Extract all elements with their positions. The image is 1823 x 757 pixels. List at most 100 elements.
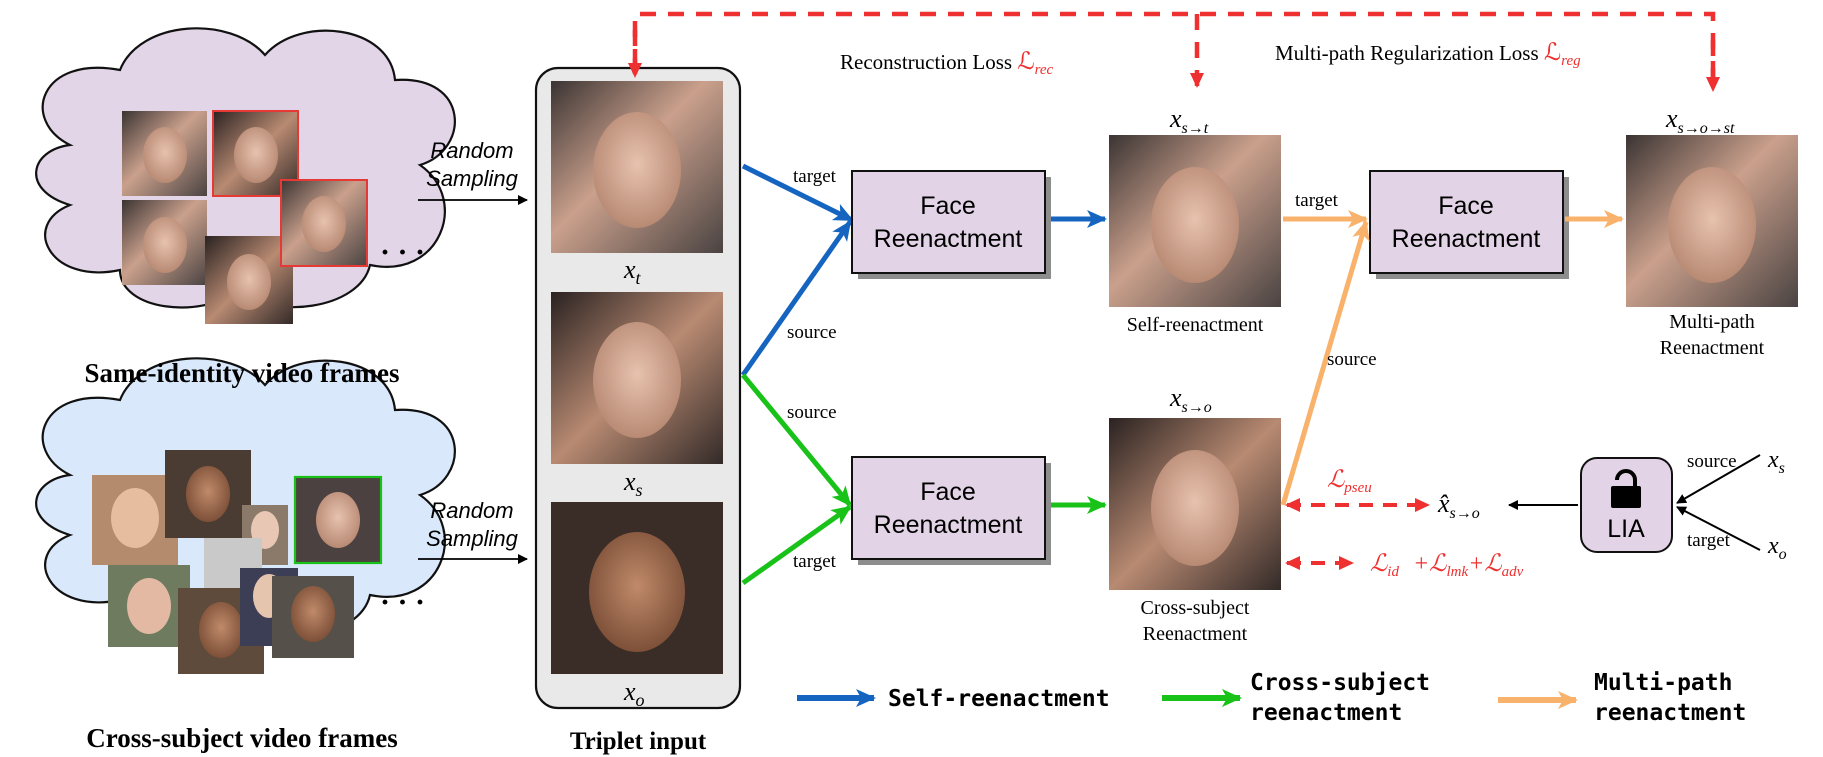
face-reenactment-block-top: Face Reenactment (851, 170, 1051, 279)
svg-text:xs→t: xs→t (1169, 104, 1209, 137)
random-label: Random (430, 138, 513, 163)
random-sampling-top: Random Sampling (418, 138, 528, 205)
top-loss-lines (628, 11, 1720, 92)
sampling-label: Sampling (426, 526, 518, 551)
lia-target-label: target (1687, 530, 1731, 551)
reconstruction-loss-symbol: ℒ (1017, 49, 1034, 75)
edge-label-target-bottom: target (793, 551, 837, 572)
block-line2: Reenactment (874, 511, 1023, 539)
legend-cross-label-1: Cross-subject (1250, 670, 1430, 696)
self-output-label: x (1169, 104, 1182, 133)
multi-output-subscript: s→o→st (1678, 120, 1735, 137)
cross-output-label: x (1169, 383, 1182, 412)
lia-xs-subscript: s (1779, 460, 1785, 477)
lia-xs-label: x (1767, 447, 1779, 473)
pseudo-loss-subscript: pseu (1343, 480, 1372, 496)
svg-text:xs: xs (623, 467, 643, 500)
svg-text:xs→o→st: xs→o→st (1665, 104, 1735, 137)
self-reenactment-caption: Self-reenactment (1127, 314, 1264, 336)
svg-text:ℒid+ℒlmk+ℒadv: ℒid+ℒlmk+ℒadv (1370, 551, 1524, 580)
id-loss-symbol: ℒ (1370, 551, 1388, 577)
multi-path-arrows (1280, 210, 1624, 506)
xs-label: x (623, 467, 636, 496)
regularization-loss-subscript: reg (1561, 53, 1581, 69)
same-identity-ellipsis: · · · (380, 236, 425, 269)
cross-reenactment-caption-2: Reenactment (1143, 623, 1248, 645)
xt-subscript: t (636, 268, 642, 288)
face-reenactment-block-bottom: Face Reenactment (851, 456, 1051, 565)
multi-reenactment-caption-1: Multi-path (1669, 311, 1755, 333)
svg-text:xs: xs (1767, 447, 1785, 477)
svg-text:xo: xo (1767, 533, 1787, 563)
self-reenactment-arrows (740, 163, 1107, 377)
block-line1: Face (920, 478, 976, 506)
edge-label-source-top: source (787, 322, 837, 343)
svg-text:Multi-path Regularization Loss: Multi-path Regularization Loss ℒreg (1275, 40, 1581, 69)
reconstruction-loss-text: Reconstruction Loss (840, 50, 1017, 74)
edge-label-target-top: target (793, 166, 837, 187)
same-identity-caption: Same-identity video frames (85, 358, 400, 388)
face-reenactment-block-right: Face Reenactment (1369, 170, 1569, 279)
xs-subscript: s (636, 480, 643, 500)
legend: Self-reenactment Cross-subject reenactme… (797, 670, 1746, 726)
cross-subject-arrows (741, 373, 1107, 586)
cross-output-subscript: s→o (1182, 399, 1212, 416)
legend-multi-label-2: reenactment (1594, 700, 1746, 726)
xo-subscript: o (636, 690, 645, 710)
regularization-loss-text: Multi-path Regularization Loss (1275, 41, 1544, 65)
block-line2: Reenactment (874, 225, 1023, 253)
random-label: Random (430, 498, 513, 523)
pseudo-label: x̂ (1437, 489, 1450, 518)
svg-text:x̂s→o: x̂s→o (1437, 489, 1480, 522)
lia-source-label: source (1687, 451, 1737, 472)
multi-output-label: x (1665, 104, 1678, 133)
triplet-xt-image (551, 81, 723, 253)
lock-icon (1611, 469, 1641, 508)
svg-text:xt: xt (623, 255, 642, 288)
block-line1: Face (1438, 192, 1494, 220)
sampling-label: Sampling (426, 166, 518, 191)
cross-subject-image (1109, 418, 1281, 590)
svg-text:xs→o: xs→o (1169, 383, 1212, 416)
adv-loss-symbol: +ℒ (1468, 551, 1502, 577)
triplet-xs-image (551, 292, 723, 464)
legend-multi-label-1: Multi-path (1594, 670, 1732, 696)
xt-label: x (623, 255, 636, 284)
multi-path-image (1626, 135, 1798, 307)
svg-text:Reconstruction Loss ℒrec: Reconstruction Loss ℒrec (840, 49, 1054, 78)
edge-label-target-orange: target (1295, 190, 1339, 211)
lia-label: LIA (1607, 515, 1645, 543)
pseudo-loss-symbol: ℒ (1327, 467, 1345, 493)
triplet-input-caption: Triplet input (570, 728, 707, 755)
lia-input-arrows (1676, 454, 1761, 551)
adv-loss-subscript: adv (1502, 564, 1524, 580)
svg-text:xo: xo (623, 677, 645, 710)
cross-subject-thumbnails (92, 450, 383, 674)
pseudo-subscript: s→o (1450, 505, 1480, 522)
self-reenactment-image (1109, 135, 1281, 307)
block-line2: Reenactment (1392, 225, 1541, 253)
legend-self-label: Self-reenactment (888, 686, 1110, 712)
edge-label-source-orange: source (1327, 349, 1377, 370)
edge-label-source-bottom: source (787, 402, 837, 423)
same-identity-thumbnails (122, 110, 368, 324)
cross-reenactment-caption-1: Cross-subject (1141, 597, 1250, 619)
reconstruction-loss-subscript: rec (1035, 62, 1054, 78)
regularization-loss-symbol: ℒ (1544, 40, 1561, 66)
cross-subject-caption: Cross-subject video frames (86, 723, 397, 753)
lia-xo-subscript: o (1779, 546, 1787, 563)
random-sampling-bottom: Random Sampling (418, 498, 528, 564)
block-line1: Face (920, 192, 976, 220)
xo-label: x (623, 677, 636, 706)
lia-xo-label: x (1767, 533, 1779, 559)
lmk-loss-symbol: +ℒ (1413, 551, 1447, 577)
lia-block: LIA (1580, 457, 1673, 553)
triplet-xo-image (551, 502, 723, 674)
self-output-subscript: s→t (1182, 120, 1209, 137)
svg-text:ℒpseu: ℒpseu (1327, 467, 1372, 496)
legend-cross-label-2: reenactment (1250, 700, 1402, 726)
id-loss-subscript: id (1387, 564, 1399, 580)
multi-reenactment-caption-2: Reenactment (1660, 337, 1765, 359)
lmk-loss-subscript: lmk (1446, 564, 1468, 580)
